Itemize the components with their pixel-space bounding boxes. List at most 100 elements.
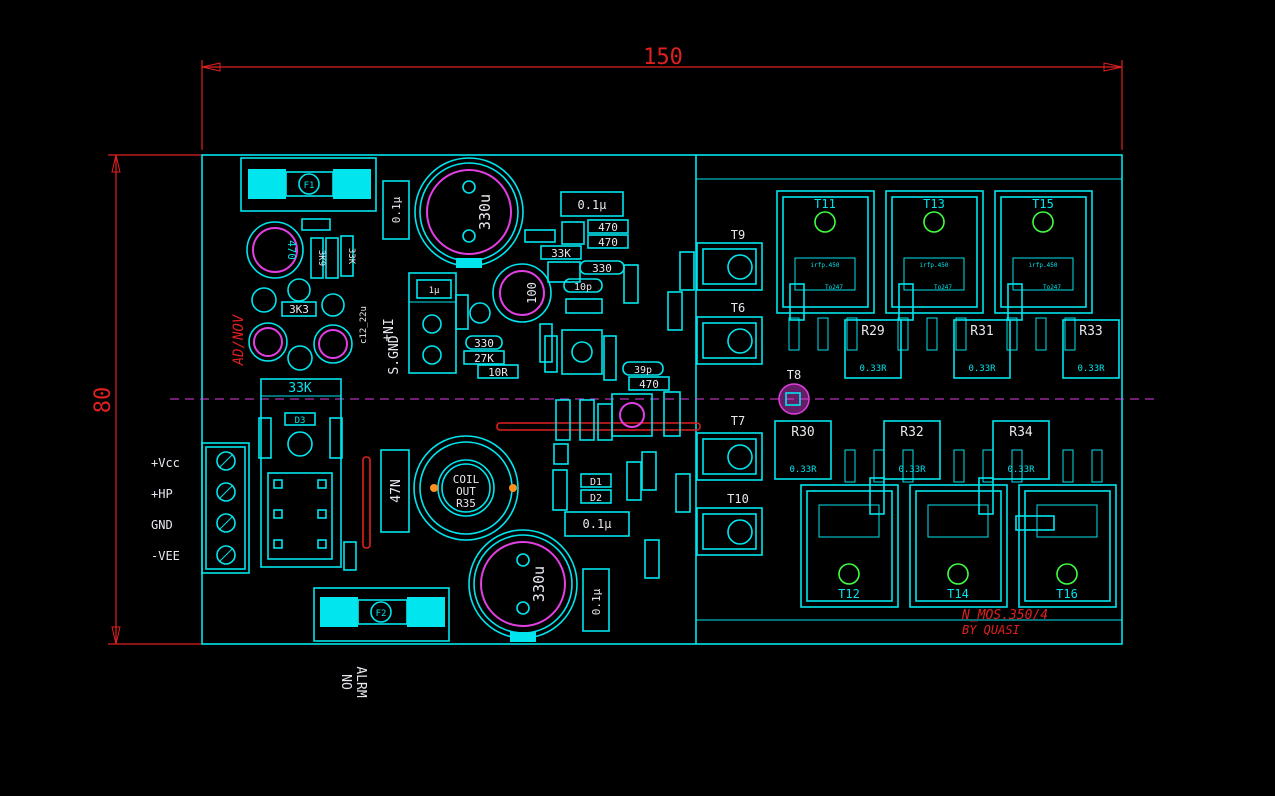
cap-01-b: 0.1µ (560, 191, 624, 217)
driver-t10: T10 (675, 473, 763, 556)
dimension-width: 150 (201, 45, 1123, 150)
diode-d2-label: D2 (590, 493, 602, 504)
cap-01-a: 0.1µ (382, 180, 410, 240)
r470b-label: 470 (598, 236, 618, 249)
resistor-r31: R31 0.33R (953, 319, 1011, 379)
ic-pad-center (561, 329, 617, 381)
mosfet-t11: T11 irfp.450 To247 (776, 190, 875, 321)
coil-line2: OUT (456, 485, 476, 498)
r330b-label: 330 (592, 262, 612, 275)
cap-100: 100 (492, 263, 552, 323)
mosfet-t12-label: T12 (838, 587, 860, 601)
date-mark: AD/NOV (231, 313, 247, 366)
cap-10p-label: 10p (574, 282, 592, 293)
resistor-470-pair: 470 470 (587, 219, 629, 249)
lower-mosfet-pins (844, 449, 1103, 483)
r30-value: 0.33R (789, 465, 817, 475)
r33-value: 0.33R (1077, 364, 1105, 374)
mosfet-t13-part: irfp.450 (920, 262, 949, 269)
cap-01a-label: 0.1µ (390, 196, 403, 223)
board-author: BY QUASI (962, 623, 1020, 637)
driver-t8-label: T8 (787, 368, 801, 382)
resistor-r30: R30 0.33R (774, 420, 832, 480)
mosfet-t14: T14 (909, 477, 1008, 608)
r31-value: 0.33R (968, 364, 996, 374)
bias-block (553, 391, 681, 465)
r33k-bar-label: 33K (288, 381, 312, 396)
r32-value: 0.33R (898, 465, 926, 475)
mosfet-t15: T15 irfp.450 To247 (994, 190, 1093, 321)
terminal-vcc-label: +Vcc (151, 456, 180, 470)
cap-330u-top-label: 330u (476, 194, 494, 230)
driver-t7-label: T7 (731, 414, 745, 428)
terminal-vee-label: -VEE (151, 549, 180, 563)
cap-01d-label: 0.1µ (590, 588, 603, 615)
r33k-vertical-label: 33K (346, 248, 356, 265)
small-part-b (565, 298, 603, 314)
terminal-gnd-label: GND (151, 518, 173, 532)
ground-label: S.GND (387, 335, 402, 374)
mosfet-t13: T13 irfp.450 To247 (885, 190, 984, 321)
resistor-stack-top: 3K9 33K (301, 218, 356, 279)
coil-line1: COIL (453, 473, 480, 486)
mosfet-t13-label: T13 (923, 197, 945, 211)
resistor-group-center: 330 27K 10R 33K (463, 221, 585, 379)
cap-01-d: 0.1µ (582, 568, 610, 632)
small-cap-bottom (343, 541, 357, 571)
cap-47n-label: 47N (389, 479, 404, 502)
r29-label: R29 (861, 324, 884, 339)
output-coil: COIL OUT R35 (413, 435, 519, 541)
mosfet-t15-part: irfp.450 (1029, 262, 1058, 269)
driver-t6: T6 (667, 291, 763, 365)
cap-01c-label: 0.1µ (583, 517, 612, 531)
cap-10p: 10p (563, 278, 603, 293)
board-title: N_MOS.350/4 (961, 608, 1048, 623)
diodes-d1-d2: D1 D2 (552, 451, 657, 511)
upper-mosfet-pins (788, 317, 1076, 351)
r3k9-label: 3K9 (316, 250, 326, 266)
r470c-label: 470 (639, 378, 659, 391)
mosfet-t11-pkg: To247 (825, 284, 843, 291)
cap-470-small: 470 (246, 221, 304, 279)
small-transistors-left: 3K3 c12_22u (248, 278, 369, 371)
driver-t8: T8 (778, 368, 810, 415)
r30-label: R30 (791, 425, 814, 440)
resistor-r29: R29 0.33R (844, 319, 902, 379)
fuse-f1-label: F1 (304, 181, 315, 191)
driver-t7: T7 (696, 414, 763, 481)
mosfet-t14-label: T14 (947, 587, 969, 601)
r33-label: R33 (1079, 324, 1102, 339)
cap-1u-label: 1µ (429, 286, 440, 296)
r27k-label: 27K (474, 352, 494, 365)
mosfet-t11-label: T11 (814, 197, 836, 211)
wire-link-left (362, 456, 371, 549)
cap-100-label: 100 (525, 282, 539, 304)
diode-d3-label: D3 (295, 416, 306, 426)
small-part-c (623, 264, 639, 304)
driver-t9-label: T9 (731, 228, 745, 242)
cap-01-c: 0.1µ (564, 511, 630, 537)
mosfet-t15-label: T15 (1032, 197, 1054, 211)
mosfet-t11-part: irfp.450 (811, 262, 840, 269)
r330a-label: 330 (474, 337, 494, 350)
cap-330u-top: 330u (414, 157, 524, 268)
r29-value: 0.33R (859, 364, 887, 374)
terminal-hp-label: +HP (151, 487, 173, 501)
resistor-470c: 470 (628, 376, 670, 391)
alarm-label-1: ALRM (353, 666, 368, 697)
driver-t10-label: T10 (727, 492, 749, 506)
cap-39p-label: 39p (634, 365, 652, 376)
small-part-d (644, 539, 660, 579)
alarm-label-2: NO (338, 674, 353, 690)
r34-value: 0.33R (1007, 465, 1035, 475)
cap-39p: 39p (622, 361, 664, 376)
r34-label: R34 (1009, 425, 1033, 440)
resistor-330b: 330 (579, 260, 625, 275)
fuse-f1: F1 (240, 157, 377, 212)
driver-t9: T9 (679, 228, 763, 291)
r33k-small-label: 33K (551, 247, 571, 260)
r32-label: R32 (900, 425, 923, 440)
r10r-label: 10R (488, 366, 508, 379)
height-dimension-label: 80 (91, 387, 116, 414)
